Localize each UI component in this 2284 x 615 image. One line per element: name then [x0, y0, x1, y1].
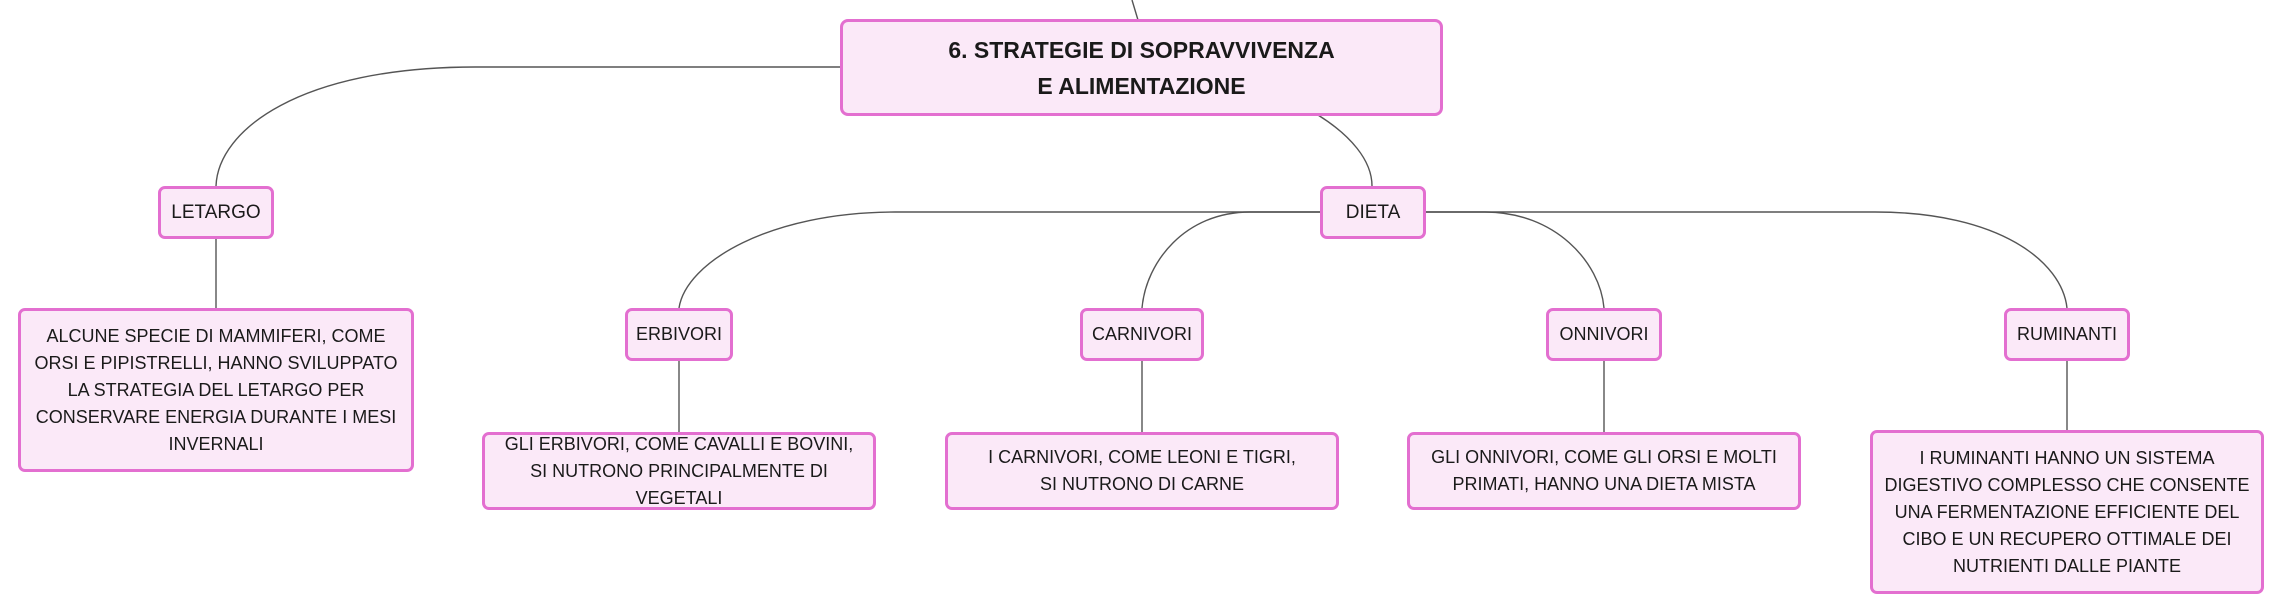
note-carnivori[interactable]: I CARNIVORI, COME LEONI E TIGRI, SI NUTR…: [945, 432, 1339, 510]
topic-letargo[interactable]: LETARGO: [158, 186, 274, 239]
topic-ruminanti[interactable]: RUMINANTI: [2004, 308, 2130, 361]
note-ruminanti[interactable]: I RUMINANTI HANNO UN SISTEMA DIGESTIVO C…: [1870, 430, 2264, 594]
connector-root-letargo: [215, 66, 843, 187]
topic-carnivori[interactable]: CARNIVORI: [1080, 308, 1204, 361]
connector-root-dieta: [1317, 114, 1373, 187]
topic-erbivori[interactable]: ERBIVORI: [625, 308, 733, 361]
connector-dieta-ruminanti: [1424, 211, 2068, 309]
connector-dieta-erbivori: [678, 211, 1322, 309]
topic-onnivori[interactable]: ONNIVORI: [1546, 308, 1662, 361]
note-onnivori[interactable]: GLI ONNIVORI, COME GLI ORSI E MOLTI PRIM…: [1407, 432, 1801, 510]
connector-root-parent: [1131, 0, 1139, 21]
note-letargo[interactable]: ALCUNE SPECIE DI MAMMIFERI, COME ORSI E …: [18, 308, 414, 472]
topic-dieta[interactable]: DIETA: [1320, 186, 1426, 239]
connector-dieta-onnivori: [1424, 211, 1605, 309]
root-topic[interactable]: 6. STRATEGIE DI SOPRAVVIVENZA E ALIMENTA…: [840, 19, 1443, 116]
note-erbivori[interactable]: GLI ERBIVORI, COME CAVALLI E BOVINI, SI …: [482, 432, 876, 510]
connector-dieta-carnivori: [1141, 211, 1322, 309]
